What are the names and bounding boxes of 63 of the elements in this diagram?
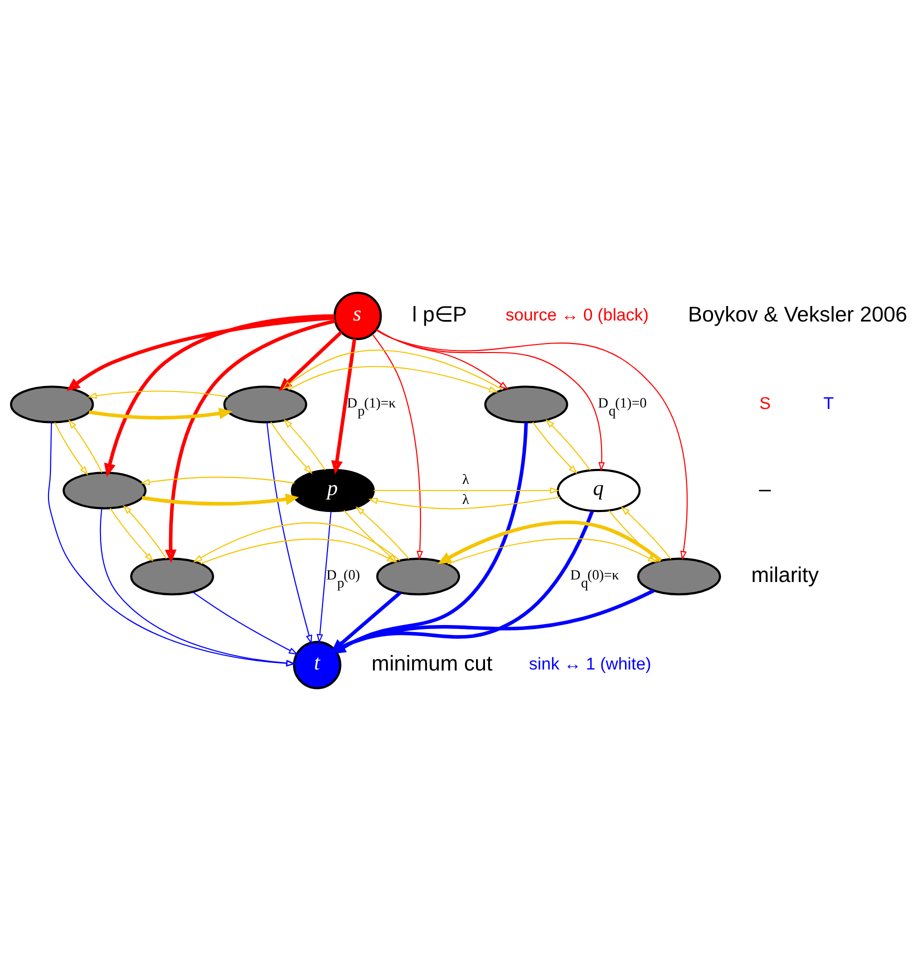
arrow bbox=[545, 418, 591, 470]
arrow bbox=[447, 538, 658, 564]
arrow bbox=[66, 316, 335, 391]
arrow bbox=[288, 366, 498, 392]
arrow bbox=[270, 421, 313, 474]
arrow bbox=[438, 520, 662, 564]
node-ellipse: p bbox=[290, 468, 375, 512]
label: milarity bbox=[751, 562, 819, 586]
label: Boykov & Veksler 2006 bbox=[688, 302, 908, 326]
arrow bbox=[100, 508, 296, 666]
arrow bbox=[332, 588, 655, 652]
arrow bbox=[68, 418, 102, 472]
arrow bbox=[608, 510, 659, 562]
node-ellipse bbox=[130, 557, 214, 595]
arrow bbox=[266, 422, 312, 644]
arrow bbox=[193, 522, 400, 562]
arrow bbox=[331, 590, 402, 652]
label: S bbox=[759, 393, 771, 412]
label: sink ↔ 1 (white) bbox=[529, 654, 652, 673]
arrow bbox=[374, 486, 560, 494]
arrow bbox=[376, 329, 688, 560]
node-ellipse bbox=[223, 385, 308, 423]
arrow bbox=[376, 328, 508, 390]
arrow bbox=[620, 506, 672, 559]
label: T bbox=[823, 393, 834, 412]
node-ellipse bbox=[376, 557, 460, 595]
arrow bbox=[372, 333, 424, 560]
arrow bbox=[54, 422, 88, 475]
arrow bbox=[140, 476, 295, 485]
arrow bbox=[122, 504, 167, 558]
label: minimum cut bbox=[372, 650, 492, 675]
arrow bbox=[331, 338, 356, 474]
edge-label: λ bbox=[462, 472, 470, 488]
arrow bbox=[200, 538, 396, 564]
edge-label: λ bbox=[462, 492, 470, 508]
arrow bbox=[284, 418, 326, 470]
node-ellipse bbox=[62, 471, 147, 509]
node-ellipse bbox=[10, 385, 94, 423]
node-circle: s bbox=[334, 291, 382, 340]
arrow bbox=[332, 422, 528, 654]
arrow bbox=[192, 591, 298, 654]
arrow bbox=[110, 507, 154, 562]
arrow bbox=[376, 328, 605, 471]
arrow bbox=[88, 407, 232, 420]
label: – bbox=[759, 476, 771, 500]
arrow bbox=[356, 506, 410, 559]
arrow bbox=[316, 510, 332, 643]
label: l p∈P bbox=[412, 302, 467, 326]
node-ellipse: q bbox=[556, 468, 641, 512]
arrow bbox=[48, 422, 296, 666]
arrow bbox=[87, 390, 228, 398]
arrow bbox=[532, 421, 578, 474]
arrow bbox=[164, 318, 336, 563]
arrow bbox=[282, 349, 503, 390]
arrow bbox=[142, 492, 299, 506]
label: source ↔ 0 (black) bbox=[506, 304, 649, 324]
arrow bbox=[104, 314, 334, 476]
arrow bbox=[278, 330, 342, 391]
arrow bbox=[368, 496, 560, 509]
node-ellipse bbox=[637, 557, 722, 595]
arrow bbox=[332, 510, 594, 653]
node-circle: t bbox=[292, 640, 342, 689]
arrow bbox=[344, 510, 398, 562]
